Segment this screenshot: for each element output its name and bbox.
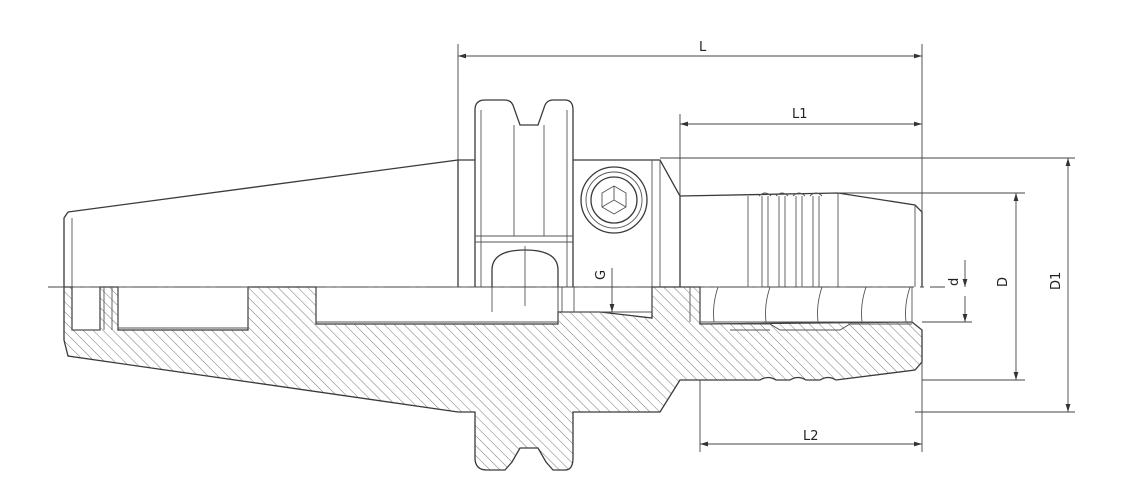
label-L: L — [699, 40, 707, 55]
nut-grip-ribs — [758, 192, 823, 287]
label-G: G — [594, 270, 609, 280]
lower-section — [63, 286, 923, 471]
upper-outline — [63, 99, 923, 306]
extension-lines — [457, 44, 1075, 452]
label-L1: L1 — [792, 107, 808, 122]
label-D: D — [996, 277, 1011, 287]
label-D1: D1 — [1049, 272, 1064, 290]
label-d: d — [947, 278, 962, 286]
collet-slits — [713, 286, 911, 323]
dimension-lines — [458, 53, 1071, 447]
label-L2: L2 — [803, 429, 819, 444]
